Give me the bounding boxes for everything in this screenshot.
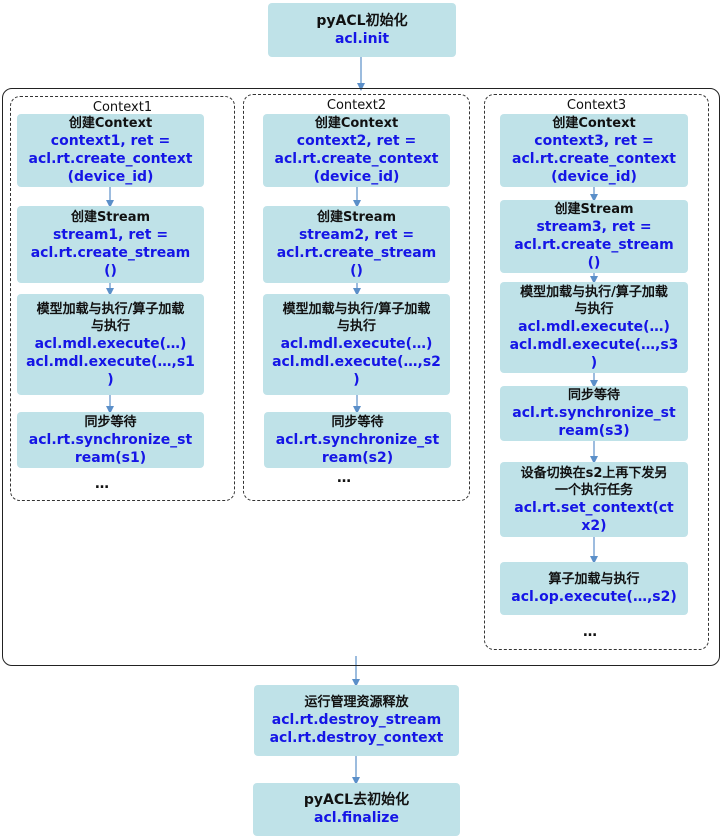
c1-create-stream-title: 创建Stream	[70, 210, 151, 225]
context3-group: Context3	[484, 94, 709, 650]
c1-ellipsis: …	[95, 476, 109, 492]
c3-sync-code-1: acl.rt.synchronize_st	[512, 405, 676, 421]
c3-model-exec-code-3: )	[590, 354, 598, 371]
c1-model-exec-box: 模型加载与执行/算子加载 与执行 acl.mdl.execute(…) acl.…	[17, 294, 204, 395]
c2-create-stream-title: 创建Stream	[316, 210, 397, 225]
c2-model-exec-code-1: acl.mdl.execute(…)	[280, 335, 433, 352]
c2-create-stream-code-2: acl.rt.create_stream	[276, 245, 437, 261]
c2-create-context-code-1: context2, ret =	[296, 133, 417, 149]
init-title: pyACL初始化	[316, 12, 408, 29]
release-code-1: acl.rt.destroy_stream	[271, 712, 442, 728]
c3-sync-box: 同步等待 acl.rt.synchronize_st ream(s3)	[500, 386, 688, 441]
finalize-title: pyACL去初始化	[303, 792, 410, 808]
c2-sync-title: 同步等待	[331, 414, 384, 430]
c2-create-stream-code-1: stream2, ret =	[298, 227, 415, 243]
c3-create-context-box: 创建Context context3, ret = acl.rt.create_…	[500, 114, 688, 187]
c3-op-exec-box: 算子加载与执行 acl.op.execute(…,s2)	[500, 562, 688, 615]
contexts-frame	[2, 88, 720, 666]
c3-create-context-code-1: context3, ret =	[534, 133, 654, 149]
c3-set-context-box: 设备切换在s2上再下发另 一个执行任务 acl.rt.set_context(c…	[500, 462, 688, 537]
c1-create-stream-box: 创建Stream stream1, ret = acl.rt.create_st…	[17, 206, 204, 283]
c1-create-stream-code-1: stream1, ret =	[52, 227, 169, 243]
c2-create-context-title: 创建Context	[314, 116, 399, 131]
c3-sync-title: 同步等待	[567, 388, 620, 403]
context2-label: Context2	[326, 98, 387, 113]
c3-create-context-code-3: (device_id)	[551, 169, 637, 185]
context1-group: Context1	[10, 96, 235, 501]
c1-sync-code-2: ream(s1)	[74, 449, 147, 466]
c3-model-exec-code-1: acl.mdl.execute(…)	[518, 318, 670, 335]
c2-model-exec-title: 模型加载与执行/算子加载 与执行	[282, 301, 431, 334]
c1-sync-box: 同步等待 acl.rt.synchronize_st ream(s1)	[17, 412, 204, 468]
c1-create-context-code-2: acl.rt.create_context	[28, 151, 193, 167]
finalize-code: acl.finalize	[314, 810, 399, 826]
c1-create-stream-code-2: acl.rt.create_stream	[30, 245, 191, 261]
context3-label: Context3	[566, 98, 627, 113]
c3-create-stream-title: 创建Stream	[554, 202, 634, 217]
c2-model-exec-code-2: acl.mdl.execute(…,s2	[272, 353, 441, 370]
context2-group: Context2	[243, 94, 470, 501]
c3-create-context-title: 创建Context	[552, 116, 636, 131]
c1-sync-code-1: acl.rt.synchronize_st	[28, 431, 193, 448]
init-box: pyACL初始化 acl.init	[268, 3, 456, 57]
c3-create-stream-box: 创建Stream stream3, ret = acl.rt.create_st…	[500, 200, 688, 273]
c3-ellipsis: …	[583, 624, 597, 640]
c2-create-stream-code-3: ()	[350, 263, 363, 279]
c1-sync-title: 同步等待	[84, 414, 137, 430]
c3-model-exec-box: 模型加载与执行/算子加载 与执行 acl.mdl.execute(…) acl.…	[500, 282, 688, 373]
c3-create-stream-code-3: ()	[587, 255, 601, 271]
c2-model-exec-box: 模型加载与执行/算子加载 与执行 acl.mdl.execute(…) acl.…	[263, 294, 450, 395]
c1-create-context-code-1: context1, ret =	[50, 133, 171, 149]
c3-op-exec-title: 算子加载与执行	[548, 572, 640, 587]
c3-create-stream-code-1: stream3, ret =	[536, 219, 652, 235]
c1-create-context-box: 创建Context context1, ret = acl.rt.create_…	[17, 114, 204, 187]
c3-op-exec-code-1: acl.op.execute(…,s2)	[511, 589, 677, 605]
c3-model-exec-title: 模型加载与执行/算子加载 与执行	[520, 284, 668, 317]
finalize-box: pyACL去初始化 acl.finalize	[253, 783, 460, 836]
c2-create-context-code-2: acl.rt.create_context	[274, 151, 439, 167]
release-code-2: acl.rt.destroy_context	[269, 730, 444, 746]
release-title: 运行管理资源释放	[304, 695, 409, 710]
c2-sync-code-1: acl.rt.synchronize_st	[275, 431, 440, 448]
c2-ellipsis: …	[337, 470, 351, 486]
c3-create-context-code-2: acl.rt.create_context	[512, 151, 676, 167]
release-box: 运行管理资源释放 acl.rt.destroy_stream acl.rt.de…	[254, 685, 459, 756]
c2-sync-box: 同步等待 acl.rt.synchronize_st ream(s2)	[264, 412, 451, 468]
context1-label: Context1	[92, 100, 153, 115]
c2-sync-code-2: ream(s2)	[321, 449, 394, 466]
c1-model-exec-title: 模型加载与执行/算子加载 与执行	[36, 301, 185, 334]
c3-set-context-code-1: acl.rt.set_context(ct	[514, 499, 674, 516]
c3-model-exec-code-2: acl.mdl.execute(…,s3	[509, 336, 679, 353]
c2-model-exec-code-3: )	[353, 371, 360, 388]
c1-model-exec-code-3: )	[107, 371, 114, 388]
c3-sync-code-2: ream(s3)	[558, 423, 630, 439]
c2-create-stream-box: 创建Stream stream2, ret = acl.rt.create_st…	[263, 206, 450, 283]
c1-create-context-title: 创建Context	[68, 116, 153, 131]
c1-create-context-code-3: (device_id)	[67, 169, 154, 185]
init-code: acl.init	[334, 30, 390, 47]
c3-set-context-title: 设备切换在s2上再下发另 一个执行任务	[520, 465, 668, 498]
c1-model-exec-code-2: acl.mdl.execute(…,s1	[26, 353, 195, 370]
c2-create-context-box: 创建Context context2, ret = acl.rt.create_…	[263, 114, 450, 187]
c3-set-context-code-2: x2)	[581, 517, 607, 534]
c3-create-stream-code-2: acl.rt.create_stream	[514, 237, 674, 253]
c1-create-stream-code-3: ()	[104, 263, 117, 279]
c1-model-exec-code-1: acl.mdl.execute(…)	[34, 335, 187, 352]
c2-create-context-code-3: (device_id)	[313, 169, 400, 185]
